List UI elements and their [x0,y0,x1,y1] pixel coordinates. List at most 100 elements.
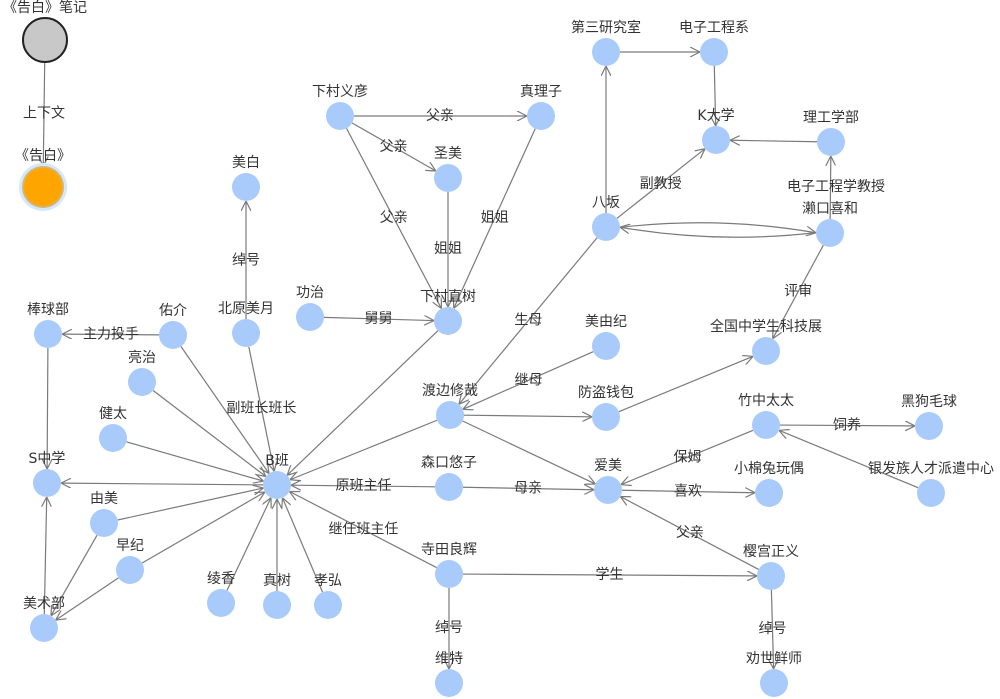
node-circle[interactable] [434,307,462,335]
node-moriguchi[interactable]: 森口悠子 [421,455,477,501]
node-bclass[interactable]: B班 [263,453,291,499]
edge-ryoji-to-bclass[interactable] [152,390,265,475]
node-yoshihiko[interactable]: 下村义彦 [312,84,368,130]
edge-aimi-to-usagi[interactable] [621,490,754,492]
node-takahiro[interactable]: 孝弘 [314,573,342,619]
edge-sakuranomiya-to-seishi[interactable] [771,589,773,668]
node-usagi[interactable]: 小棉兔玩偶 [734,460,804,507]
node-kokuhaku[interactable]: 《告白》 [15,148,71,211]
edge-kitahara-to-bclass[interactable] [248,346,274,471]
node-miyuki[interactable]: 美由纪 [585,314,627,360]
node-circle[interactable] [917,479,945,507]
node-yakyubu[interactable]: 棒球部 [27,302,69,348]
node-mariko[interactable]: 真理子 [520,84,562,130]
node-saki[interactable]: 早纪 [116,538,144,584]
edge-saki-to-bijutsubu[interactable] [56,577,119,620]
node-kenta[interactable]: 健太 [99,406,127,452]
edge-yasaka-to-kdaigaku[interactable] [616,149,704,219]
node-circle[interactable] [435,473,463,501]
node-bijutsubu[interactable]: 美术部 [23,596,65,642]
node-circle[interactable] [207,589,235,617]
edge-watanabe-to-bclass[interactable] [291,419,438,479]
node-circle[interactable] [90,509,118,537]
node-circle[interactable] [760,669,788,697]
node-circle[interactable] [755,479,783,507]
node-silver[interactable]: 银发族人才派遣中心 [868,461,994,507]
node-circle[interactable] [34,320,62,348]
edge-yakyubu-to-schugaku[interactable] [47,347,48,468]
node-circle[interactable] [326,102,354,130]
node-circle[interactable] [435,560,463,588]
node-terada[interactable]: 寺田良辉 [421,542,477,588]
edge-yoshihiko-to-naoki[interactable] [345,128,441,307]
node-yusuke[interactable]: 佑介 [159,303,187,349]
node-takenaka[interactable]: 竹中太太 [738,393,794,439]
edge-denshi-to-kdaigaku[interactable] [714,65,715,125]
edge-kenta-to-bclass[interactable] [126,441,262,481]
edge-yusuke-to-yakyubu[interactable] [63,334,160,335]
node-circle[interactable] [592,213,620,241]
node-circle[interactable] [436,401,464,429]
node-koji[interactable]: 功治 [296,285,324,331]
node-schugaku[interactable]: S中学 [29,451,66,497]
edge-moriguchi-to-aimi[interactable] [462,487,593,489]
node-ayaka[interactable]: 绫香 [207,571,235,617]
node-meibai[interactable]: 美白 [232,155,260,201]
node-circle[interactable] [159,321,187,349]
edge-terada-to-bclass[interactable] [290,492,437,569]
edge-silver-to-takenaka[interactable] [780,431,919,489]
node-circle[interactable] [116,556,144,584]
node-maki[interactable]: 真树 [263,573,291,619]
edge-koji-to-naoki[interactable] [323,317,433,320]
node-note[interactable]: 《告白》笔记 [3,0,87,63]
node-denshi[interactable]: 电子工程系 [679,20,749,66]
edge-moriguchi-to-bclass[interactable] [292,485,436,487]
node-circle[interactable] [594,476,622,504]
edge-takahiro-to-bclass[interactable] [283,499,324,593]
edge-terada-to-sakuranomiya[interactable] [462,574,756,576]
node-circle[interactable] [232,173,260,201]
node-circle[interactable] [702,126,730,154]
edge-bclass-to-schugaku[interactable] [62,483,264,485]
node-circle[interactable] [24,168,62,206]
edge-mariko-to-naoki[interactable] [454,128,536,308]
edge-bouto-to-kagakuten[interactable] [618,357,752,413]
node-circle[interactable] [817,128,845,156]
edge-takenaka-to-kuroinu[interactable] [779,425,914,426]
node-bouto[interactable]: 防盗钱包 [578,385,634,431]
node-circle[interactable] [752,337,780,365]
node-circle[interactable] [700,38,728,66]
edge-yumi-to-bijutsubu[interactable] [51,534,98,615]
edge-yusuke-to-bclass[interactable] [180,346,268,473]
edge-yumi-to-bclass[interactable] [117,488,263,521]
node-aimi[interactable]: 爱美 [594,458,622,504]
node-watanabe[interactable]: 渡边修哉 [422,383,478,429]
node-circle[interactable] [33,469,61,497]
node-kagakuten[interactable]: 全国中学生科技展 [710,318,822,365]
node-circle[interactable] [915,412,943,440]
edge-seguchi-to-yasaka[interactable] [621,227,817,238]
edge-ayaka-to-bclass[interactable] [226,499,271,591]
node-circle[interactable] [435,669,463,697]
node-kdaigaku[interactable]: K大学 [697,108,735,154]
node-yasaka[interactable]: 八坂 [592,195,620,241]
node-daisan[interactable]: 第三研究室 [571,19,641,66]
node-riko[interactable]: 理工学部 [803,110,859,156]
edge-takenaka-to-aimi[interactable] [622,429,754,484]
node-yumi[interactable]: 由美 [90,491,118,537]
node-circle[interactable] [816,219,844,247]
node-kuroinu[interactable]: 黑狗毛球 [901,394,957,440]
node-seimi[interactable]: 圣美 [434,146,462,192]
node-circle[interactable] [263,591,291,619]
node-circle[interactable] [314,591,342,619]
node-kitahara[interactable]: 北原美月 [218,301,274,347]
node-circle[interactable] [232,319,260,347]
edge-riko-to-kdaigaku[interactable] [731,140,818,141]
node-naoki[interactable]: 下村直树 [420,288,476,335]
edge-yasaka-to-watanabe[interactable] [460,237,598,404]
node-circle[interactable] [592,332,620,360]
node-circle[interactable] [128,368,156,396]
edge-seguchi-to-riko[interactable] [830,157,831,220]
edge-yoshihiko-to-seimi[interactable] [351,122,435,171]
node-werther[interactable]: 维特 [435,651,463,697]
